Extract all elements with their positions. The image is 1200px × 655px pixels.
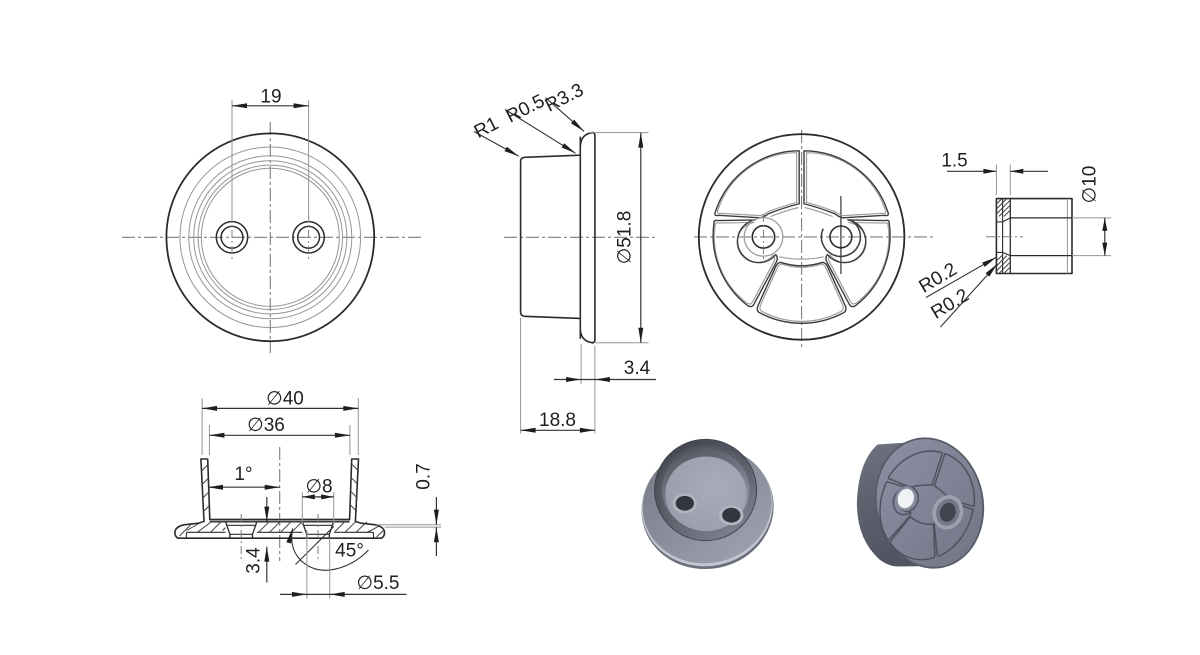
svg-text:∅40: ∅40 <box>266 389 304 410</box>
svg-text:1°: 1° <box>234 464 252 485</box>
svg-text:3.4: 3.4 <box>244 547 265 574</box>
svg-text:∅8: ∅8 <box>305 477 332 498</box>
svg-text:19: 19 <box>260 87 281 108</box>
svg-text:3.4: 3.4 <box>624 358 651 379</box>
svg-text:∅5.5: ∅5.5 <box>357 573 400 594</box>
svg-text:1.5: 1.5 <box>941 151 967 172</box>
svg-text:∅36: ∅36 <box>247 415 285 436</box>
svg-text:0.7: 0.7 <box>414 463 435 489</box>
svg-text:45°: 45° <box>335 541 364 562</box>
svg-text:∅10: ∅10 <box>1080 166 1101 204</box>
svg-text:18.8: 18.8 <box>539 410 576 431</box>
svg-text:∅51.8: ∅51.8 <box>615 211 636 265</box>
